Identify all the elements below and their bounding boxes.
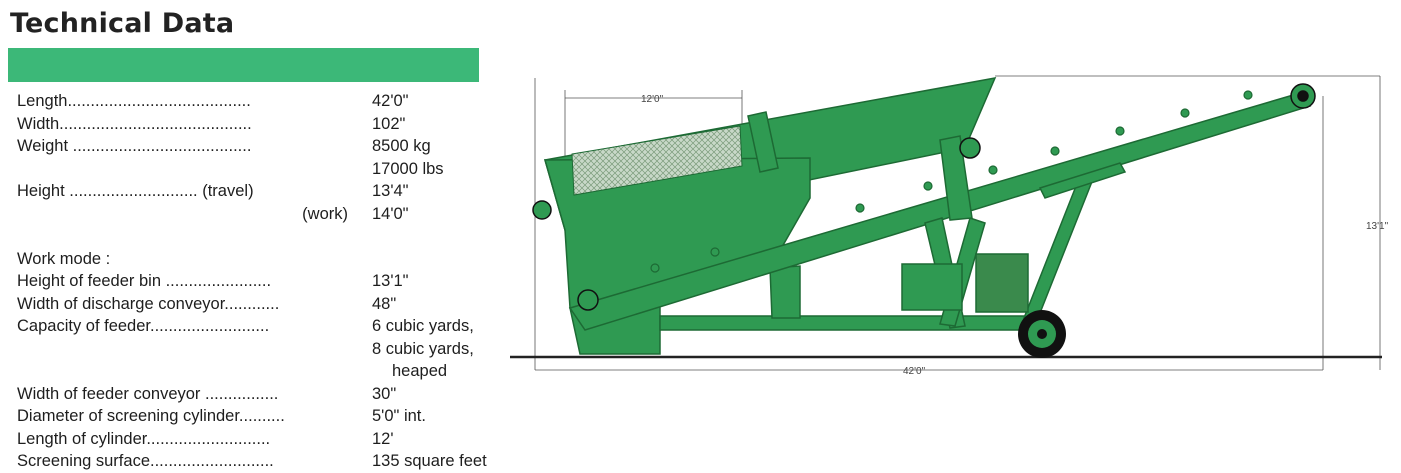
screener-machine — [544, 77, 1312, 355]
spec-value: 17000 lbs — [372, 159, 444, 178]
spec-label: Weight .................................… — [17, 137, 252, 155]
spec-row-weight-lbs: 17000 lbs — [17, 158, 527, 181]
spec-value: 14'0" — [372, 204, 409, 223]
dim-label-cylinder: 12'0" — [641, 94, 664, 105]
spec-row-discharge: Width of discharge conveyor............ … — [17, 293, 527, 316]
spec-label: Height of feeder bin ...................… — [17, 272, 272, 290]
spec-row-length: Length..................................… — [17, 90, 527, 113]
spec-value: 8500 kg — [372, 137, 431, 155]
dim-label-length: 42'0" — [903, 366, 926, 377]
spec-row-weight: Weight .................................… — [17, 135, 527, 158]
dim-label-height: 13'1" — [1366, 221, 1389, 232]
section-label: Work mode : — [17, 249, 111, 268]
dimension-lines — [534, 75, 1381, 371]
spec-label: Width of discharge conveyor............ — [17, 294, 280, 313]
section-work-mode: Work mode : — [17, 248, 527, 271]
wheel — [1018, 310, 1066, 358]
spec-label: Diameter of screening cylinder.......... — [17, 407, 285, 425]
machine-diagram: 12'0" 42'0" 13'1" — [510, 75, 1389, 377]
spec-row-surface: Screening surface.......................… — [17, 450, 527, 473]
spec-value: 102" — [372, 114, 406, 133]
spec-row-height-work: (work) 14'0" — [17, 203, 527, 226]
spec-label: Width of feeder conveyor ...............… — [17, 384, 279, 403]
spec-row-cylinder-length: Length of cylinder......................… — [17, 428, 527, 451]
spec-value: 30" — [372, 384, 397, 403]
spec-row-width: Width...................................… — [17, 113, 527, 136]
spec-value: 13'1" — [372, 272, 409, 290]
spec-row-capacity-2: 8 cubic yards, — [17, 338, 527, 361]
spec-value: heaped — [392, 362, 448, 380]
spec-label: Height ............................ (tra… — [17, 182, 254, 200]
spec-label: Screening surface.......................… — [17, 452, 274, 470]
screen-mesh — [571, 125, 743, 196]
spec-value: 13'4" — [372, 182, 409, 200]
spec-value: 135 square feet — [372, 452, 487, 470]
spec-value: 8 cubic yards, — [372, 339, 474, 358]
spec-row-capacity-3: heaped — [17, 360, 527, 383]
spec-row-height-travel: Height ............................ (tra… — [17, 180, 527, 203]
spec-label: Width...................................… — [17, 114, 252, 133]
rollers — [532, 83, 1316, 311]
spec-label: Capacity of feeder......................… — [17, 317, 270, 335]
header-accent-bar — [8, 48, 479, 82]
spec-label: (work) — [302, 204, 348, 223]
spec-value: 48" — [372, 294, 397, 313]
spec-row-diameter: Diameter of screening cylinder..........… — [17, 405, 527, 428]
spec-row-capacity: Capacity of feeder......................… — [17, 315, 527, 338]
spec-value: 42'0" — [372, 92, 409, 110]
spec-value: 12' — [372, 429, 394, 448]
spec-row-feeder-bin: Height of feeder bin ...................… — [17, 270, 527, 293]
spec-value: 6 cubic yards, — [372, 317, 474, 335]
spec-row-feeder-conveyor: Width of feeder conveyor ...............… — [17, 383, 527, 406]
spec-list: Length..................................… — [17, 90, 527, 473]
spec-value: 5'0" int. — [372, 407, 426, 425]
page-title: Technical Data — [10, 8, 235, 39]
spec-label: Length of cylinder......................… — [17, 429, 271, 448]
spec-label: Length..................................… — [17, 92, 251, 110]
idlers — [650, 90, 1253, 273]
